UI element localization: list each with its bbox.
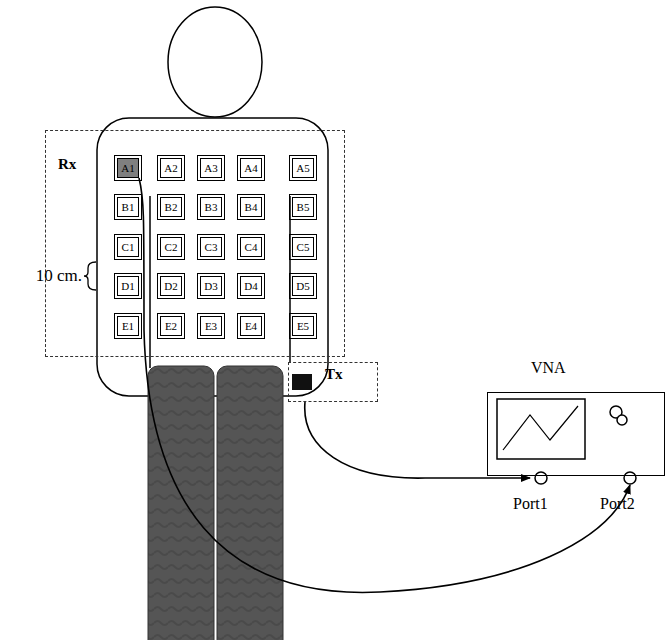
electrode-cell: D5 xyxy=(292,276,314,296)
node-label: Tx xyxy=(325,366,343,383)
node-label: E4 xyxy=(245,321,257,332)
electrode-cell: D4 xyxy=(240,276,262,296)
node-label: A2 xyxy=(164,163,177,174)
electrode-cell: A4 xyxy=(240,158,262,178)
node-label: E1 xyxy=(122,321,134,332)
node-label: D4 xyxy=(244,281,257,292)
node-label: Port1 xyxy=(513,495,548,513)
electrode-cell: A1 xyxy=(117,158,139,178)
electrode-cell: B3 xyxy=(200,197,222,217)
rx-region: Rx A1 A2 A3 A4 A5B1 B2 B3 B4 B5C1 C2 C3 C4 C5D1 D2 D3 D4… xyxy=(45,130,345,357)
electrode-cell: B5 xyxy=(292,197,314,217)
node-label: A4 xyxy=(244,163,257,174)
vna-screen xyxy=(497,399,585,459)
node-label: B1 xyxy=(122,202,135,213)
electrode-cell: A2 xyxy=(160,158,182,178)
leg xyxy=(148,366,214,640)
vna-box: VNAPort1Port2 xyxy=(487,392,665,476)
node-label: C3 xyxy=(205,242,218,253)
electrode-cell: B2 xyxy=(160,197,182,217)
port-connector xyxy=(624,472,636,484)
node-label: VNA xyxy=(531,359,566,377)
electrode-cell: A5 xyxy=(292,158,314,178)
electrode-cell: C1 xyxy=(117,237,139,257)
dimension-brace xyxy=(84,262,96,290)
node-label: C1 xyxy=(122,242,135,253)
tx-electrode xyxy=(292,374,312,390)
electrode-cell: E5 xyxy=(292,316,314,336)
arm-line xyxy=(289,196,291,362)
leg xyxy=(217,366,283,640)
node-label: B4 xyxy=(245,202,258,213)
electrode-cell: A3 xyxy=(200,158,222,178)
electrode-cell: C2 xyxy=(160,237,182,257)
electrode-cell: C5 xyxy=(292,237,314,257)
electrode-cell: E3 xyxy=(200,316,222,336)
port-connector xyxy=(535,472,547,484)
node-label: B2 xyxy=(165,202,178,213)
dimension-label: 10 cm. xyxy=(36,266,82,286)
head xyxy=(168,7,262,117)
electrode-cell: E1 xyxy=(117,316,139,336)
electrode-cell: D3 xyxy=(200,276,222,296)
trace xyxy=(503,406,578,450)
arm-line xyxy=(149,196,151,368)
electrode-cell: B4 xyxy=(240,197,262,217)
node-label: E5 xyxy=(297,321,309,332)
node-label: E3 xyxy=(205,321,217,332)
node-label: C5 xyxy=(297,242,310,253)
cable xyxy=(305,402,530,478)
knob xyxy=(617,415,627,425)
cable xyxy=(139,178,630,592)
electrode-cell: B1 xyxy=(117,197,139,217)
electrode-cell: D2 xyxy=(160,276,182,296)
node-label: D3 xyxy=(204,281,217,292)
node-label: C4 xyxy=(245,242,258,253)
node-label: B5 xyxy=(297,202,310,213)
node-label: C2 xyxy=(165,242,178,253)
torso xyxy=(97,118,328,396)
electrode-cell: C3 xyxy=(200,237,222,257)
node-label: B3 xyxy=(205,202,218,213)
node-label: A1 xyxy=(121,163,134,174)
node-label: Rx xyxy=(58,156,76,173)
node-label: D1 xyxy=(121,281,134,292)
node-label: A3 xyxy=(204,163,217,174)
electrode-cell: C4 xyxy=(240,237,262,257)
node-label: E2 xyxy=(165,321,177,332)
node-label: A5 xyxy=(296,163,309,174)
node-label: D2 xyxy=(164,281,177,292)
electrode-cell: E4 xyxy=(240,316,262,336)
tx-region: Tx xyxy=(288,362,378,402)
node-label: Port2 xyxy=(600,495,635,513)
node-label: D5 xyxy=(296,281,309,292)
electrode-cell: D1 xyxy=(117,276,139,296)
electrode-cell: E2 xyxy=(160,316,182,336)
